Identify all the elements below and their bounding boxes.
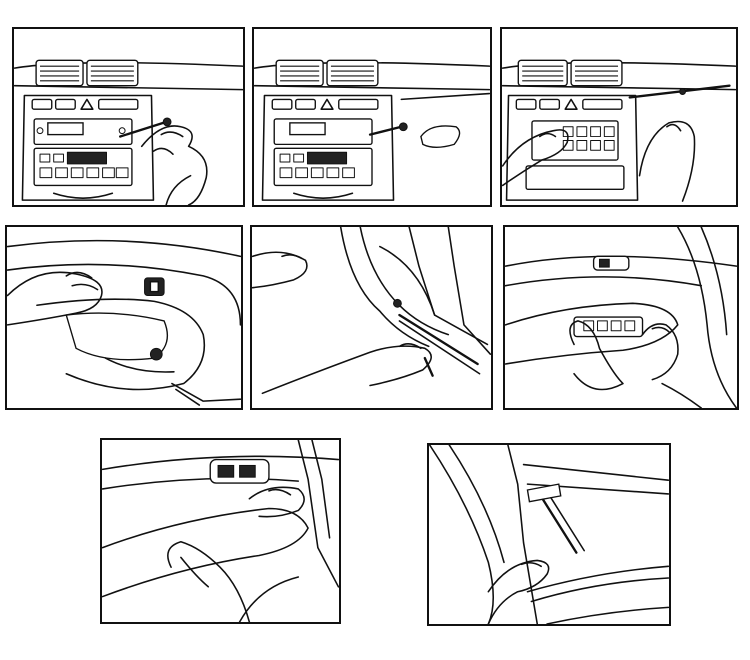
door-armrest-illustration	[102, 440, 339, 622]
dashboard-vent-illustration	[14, 59, 243, 205]
door-panel-pry-illustration	[252, 227, 491, 395]
panel-6-door-switch-panel	[503, 225, 739, 410]
panel-5-door-panel-pry	[250, 225, 493, 410]
door-trim-hammer-illustration	[429, 445, 669, 624]
door-switch-illustration	[505, 227, 737, 408]
dashboard-lever-illustration	[254, 59, 490, 201]
door-handle-illustration	[7, 239, 241, 406]
panel-7-door-armrest-removal	[100, 438, 341, 624]
panel-1-dashboard-vent	[12, 27, 245, 207]
panel-2-dashboard-vent-lever	[252, 27, 492, 207]
panel-8-door-trim-hammer	[427, 443, 671, 626]
panel-3-dashboard-switch-panel	[500, 27, 738, 207]
dashboard-switch-illustration	[502, 59, 736, 202]
panel-4-door-handle-screw	[5, 225, 243, 410]
